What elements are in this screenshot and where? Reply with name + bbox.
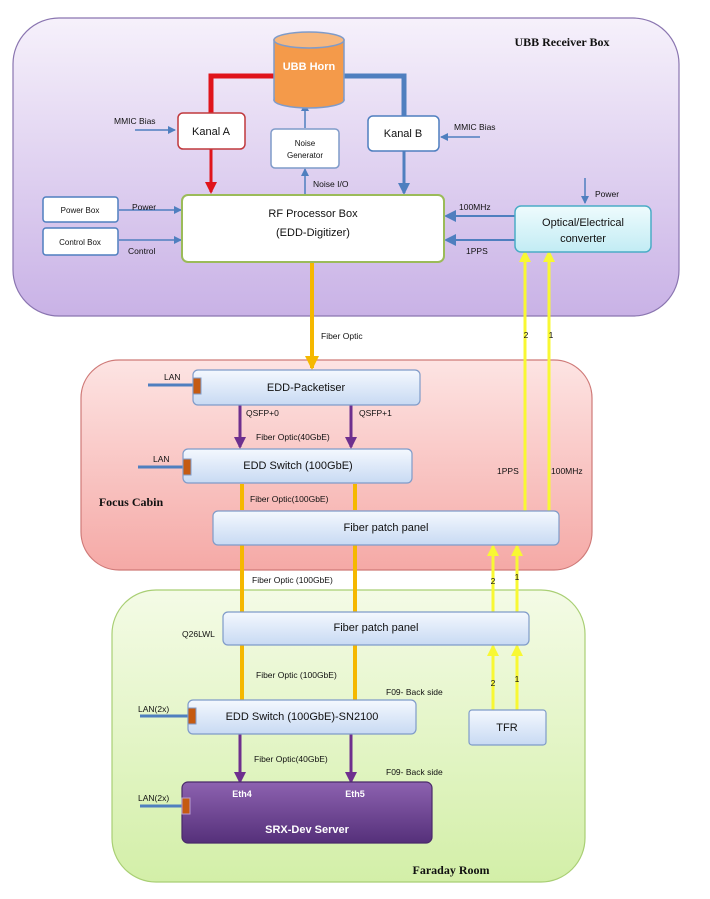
num-2-top: 2: [524, 330, 529, 340]
qsfp1-label: QSFP+1: [359, 408, 392, 418]
edd-packetiser-box: EDD-Packetiser: [192, 369, 421, 406]
control-box: Control Box: [42, 227, 119, 256]
lan-port-icon: [182, 458, 192, 476]
100mhz-right-label: 100MHz: [551, 466, 583, 476]
power-box-label: Power Box: [61, 206, 100, 215]
1pps-label: 1PPS: [466, 246, 488, 256]
red-link-horn-kanal-a: [208, 73, 274, 113]
ubb-horn-label: UBB Horn: [283, 61, 336, 73]
optical-electrical-converter: Optical/Electrical converter: [514, 205, 652, 253]
kanal-b-label: Kanal B: [384, 128, 423, 140]
edd-switch-box: EDD Switch (100GbE): [182, 448, 413, 484]
lan-port-icon: [192, 377, 202, 395]
fiber-patch-panel-bottom: Fiber patch panel: [222, 611, 530, 646]
mmic-bias-right-label: MMIC Bias: [454, 122, 496, 132]
100mhz-label: 100MHz: [459, 202, 491, 212]
num-1-mid: 1: [515, 572, 520, 582]
lan-label-1: LAN: [164, 372, 181, 382]
num-2-mid: 2: [491, 576, 496, 586]
num-2-bot: 2: [491, 678, 496, 688]
noise-generator-label-1: Noise: [295, 139, 316, 148]
srx-dev-server-label: SRX-Dev Server: [265, 824, 349, 836]
rf-processor-label-2: (EDD-Digitizer): [276, 227, 350, 239]
eth4-label: Eth4: [232, 789, 252, 799]
lan-label-2: LAN: [153, 454, 170, 464]
f09-top-label: F09- Back side: [386, 687, 443, 697]
f09-bottom-label: F09- Back side: [386, 767, 443, 777]
ubb-horn: UBB Horn: [273, 31, 345, 109]
edd-switch-sn2100-box: EDD Switch (100GbE)-SN2100: [187, 699, 417, 735]
converter-label-2: converter: [560, 233, 606, 245]
fiber-patch-panel-top: Fiber patch panel: [212, 510, 560, 546]
edd-switch-label: EDD Switch (100GbE): [243, 460, 352, 472]
power-left-label: Power: [132, 202, 156, 212]
fiber-optic-100-b-label: Fiber Optic (100GbE): [252, 575, 333, 585]
rf-processor-box: RF Processor Box (EDD-Digitizer): [181, 194, 445, 263]
fiber-optic-label: Fiber Optic: [321, 331, 363, 341]
fiber-optic-100-c-label: Fiber Optic (100GbE): [256, 670, 337, 680]
control-left-label: Control: [128, 246, 156, 256]
receiver-box-title: UBB Receiver Box: [514, 35, 609, 49]
num-1-top: 1: [549, 330, 554, 340]
mmic-bias-left-label: MMIC Bias: [114, 116, 156, 126]
edd-packetiser-label: EDD-Packetiser: [267, 382, 346, 394]
fiber-optic-40-bottom-label: Fiber Optic(40GbE): [254, 754, 328, 764]
tfr-box: TFR: [468, 709, 547, 746]
power-right-label: Power: [595, 189, 619, 199]
eth5-label: Eth5: [345, 789, 365, 799]
num-1-bot: 1: [515, 674, 520, 684]
1pps-right-label: 1PPS: [497, 466, 519, 476]
edd-switch-sn2100-label: EDD Switch (100GbE)-SN2100: [226, 711, 379, 723]
focus-cabin-title: Focus Cabin: [99, 495, 164, 509]
q26lwl-label: Q26LWL: [182, 629, 215, 639]
fiber-optic-100-a-label: Fiber Optic(100GbE): [250, 494, 329, 504]
noise-io-label: Noise I/O: [313, 179, 349, 189]
lan2x-label-1: LAN(2x): [138, 704, 169, 714]
noise-generator-label-2: Generator: [287, 151, 323, 160]
kanal-b-box: Kanal B: [367, 115, 440, 152]
fiber-optic-40-top-label: Fiber Optic(40GbE): [256, 432, 330, 442]
power-box: Power Box: [42, 196, 119, 223]
faraday-room-title: Faraday Room: [413, 863, 490, 877]
lan-port-icon: [181, 797, 191, 815]
fiber-patch-panel-top-label: Fiber patch panel: [344, 522, 429, 534]
lan-port-icon: [187, 707, 197, 725]
kanal-a-box: Kanal A: [177, 112, 246, 150]
receiver-box-region: [12, 17, 680, 317]
kanal-a-label: Kanal A: [192, 126, 231, 138]
lan2x-label-2: LAN(2x): [138, 793, 169, 803]
fiber-patch-panel-bottom-label: Fiber patch panel: [334, 622, 419, 634]
control-box-label: Control Box: [59, 238, 101, 247]
blue-link-horn-kanal-b: [344, 73, 407, 116]
converter-label-1: Optical/Electrical: [542, 217, 624, 229]
rf-processor-label-1: RF Processor Box: [268, 208, 358, 220]
srx-dev-server: Eth4 Eth5 SRX-Dev Server: [181, 781, 433, 844]
qsfp0-label: QSFP+0: [246, 408, 279, 418]
noise-generator-box: Noise Generator: [270, 128, 340, 169]
tfr-label: TFR: [496, 722, 517, 734]
